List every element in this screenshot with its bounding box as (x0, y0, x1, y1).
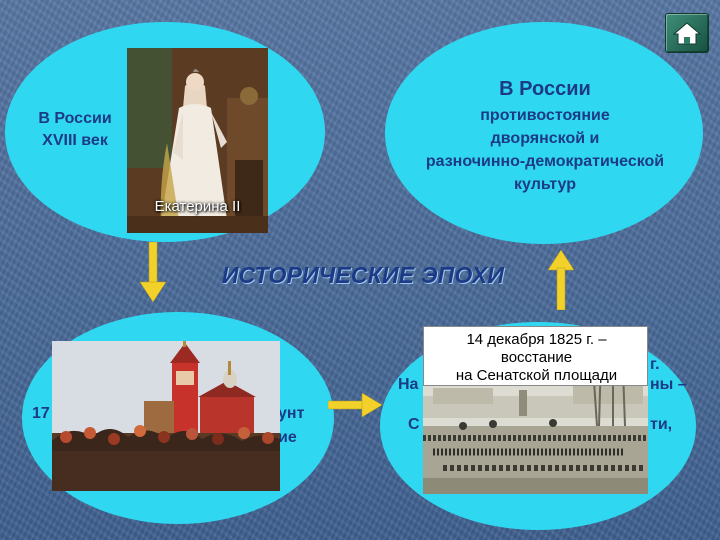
home-icon (672, 22, 702, 45)
top-left-line2: XVIII век (42, 132, 108, 149)
bottom-right-fragment-ny: ны – (650, 376, 687, 393)
decembrist-caption-box: 14 декабря 1825 г. – восстание на Сенатс… (423, 326, 648, 386)
arrow-down-left (139, 242, 167, 303)
top-right-line3: разночинно-демократической (425, 153, 665, 170)
uprising-painting-image (52, 341, 280, 491)
top-right-title: В России (499, 78, 591, 100)
bottom-left-fragment-left: 17 (32, 405, 50, 422)
top-right-line4: культур (514, 176, 576, 193)
top-right-line1: противостояние (480, 107, 610, 124)
decembrist-caption-line3: на Сенатской площади (455, 367, 618, 384)
ellipse-culture-confrontation (385, 22, 703, 244)
decembrist-caption-line1: 14 декабря 1825 г. – (466, 331, 607, 348)
decembrist-uprising-image: 14 декабря 1825 г. – восстание на Сенатс… (423, 326, 648, 494)
decembrist-caption-line2: восстание (500, 349, 573, 366)
bottom-right-fragment-ti: ти, (650, 416, 673, 433)
top-left-line1: В России (38, 110, 112, 127)
home-button[interactable] (665, 13, 709, 53)
bottom-right-fragment-g: г. (650, 356, 660, 373)
catherine-caption: Екатерина II (154, 198, 241, 215)
bottom-right-fragment-na: На (398, 376, 419, 393)
catherine-portrait-image (127, 48, 268, 233)
section-heading: ИСТОРИЧЕСКИЕ ЭПОХИ (221, 262, 505, 288)
top-right-line2: дворянской и (490, 130, 600, 147)
arrow-up-right (547, 250, 575, 310)
bottom-right-fragment-s: С (408, 416, 420, 433)
bottom-left-fragment-right1: унт (278, 405, 305, 422)
arrow-right-middle (328, 392, 383, 418)
bottom-left-fragment-right2: ие (278, 429, 297, 446)
